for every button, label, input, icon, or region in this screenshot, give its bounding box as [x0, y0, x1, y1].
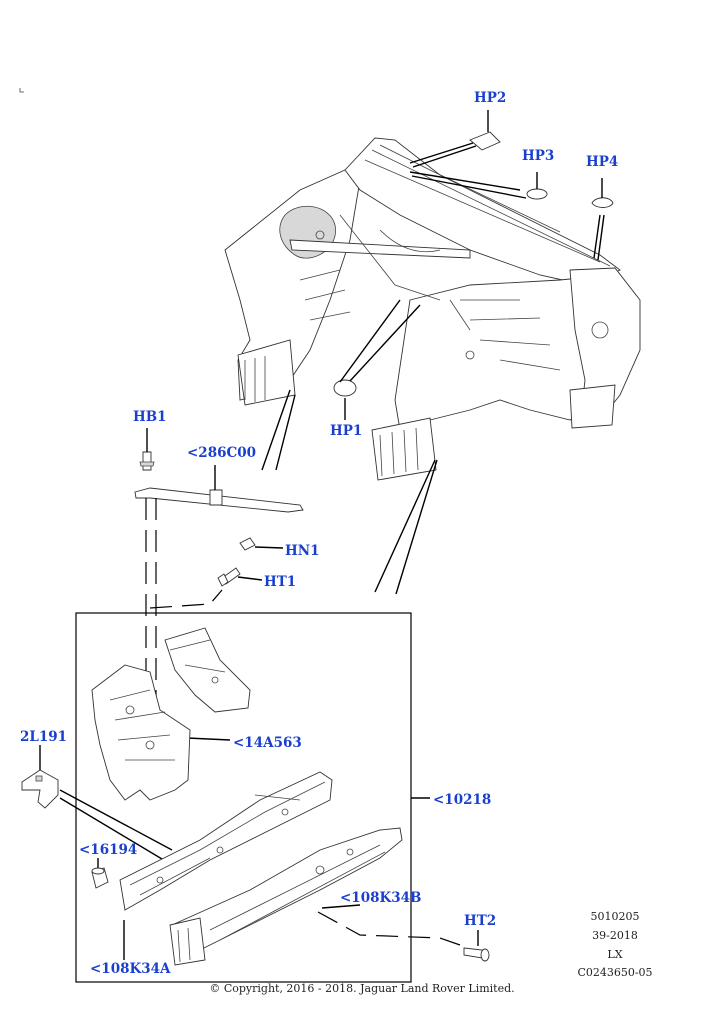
- callout-16194[interactable]: <16194: [79, 842, 138, 858]
- callout-108k34a[interactable]: <108K34A: [90, 961, 171, 977]
- callout-hp3[interactable]: HP3: [522, 148, 555, 164]
- bolt-hb1[interactable]: [139, 451, 155, 471]
- leader-lines: [39, 110, 605, 960]
- plug-hp2[interactable]: [469, 131, 501, 151]
- callout-hp4[interactable]: HP4: [586, 154, 619, 170]
- plug-hp3[interactable]: [526, 188, 548, 200]
- stud-ht2[interactable]: [463, 947, 490, 962]
- plug-hp4[interactable]: [591, 197, 614, 208]
- callout-hb1[interactable]: HB1: [133, 409, 167, 425]
- callout-hp1[interactable]: HP1: [330, 423, 363, 439]
- meta-line-4: C0243650-05: [577, 966, 653, 979]
- callout-14a563[interactable]: <14A563: [233, 735, 302, 751]
- cross-brace-286c00[interactable]: [134, 487, 304, 513]
- inset-box-10218: [75, 612, 412, 983]
- nut-hn1[interactable]: [239, 537, 256, 551]
- callout-2l191[interactable]: 2L191: [20, 729, 68, 745]
- bush-16194[interactable]: [91, 867, 109, 889]
- rail-108k34a[interactable]: [119, 771, 333, 911]
- apron-panel-14a563[interactable]: [91, 627, 251, 801]
- callout-ht1[interactable]: HT1: [264, 574, 297, 590]
- meta-line-1: 5010205: [590, 910, 640, 923]
- meta-line-3: LX: [607, 948, 623, 961]
- corner-mark: [19, 88, 24, 93]
- assembly-dash-lines: [145, 498, 461, 946]
- callout-hn1[interactable]: HN1: [285, 543, 320, 559]
- callout-hp2[interactable]: HP2: [474, 90, 507, 106]
- stud-ht1[interactable]: [217, 567, 241, 587]
- meta-line-2: 39-2018: [592, 929, 638, 942]
- callout-108k34b[interactable]: <108K34B: [340, 890, 422, 906]
- front-body-structure[interactable]: [224, 137, 641, 481]
- copyright-notice: © Copyright, 2016 - 2018. Jaguar Land Ro…: [209, 982, 515, 995]
- callout-286c00[interactable]: <286C00: [187, 445, 257, 461]
- callout-10218[interactable]: <10218: [433, 792, 492, 808]
- rail-108k34b[interactable]: [169, 827, 403, 966]
- callout-ht2[interactable]: HT2: [464, 913, 497, 929]
- plug-hp1[interactable]: [333, 379, 357, 397]
- bracket-2l191[interactable]: [21, 769, 59, 809]
